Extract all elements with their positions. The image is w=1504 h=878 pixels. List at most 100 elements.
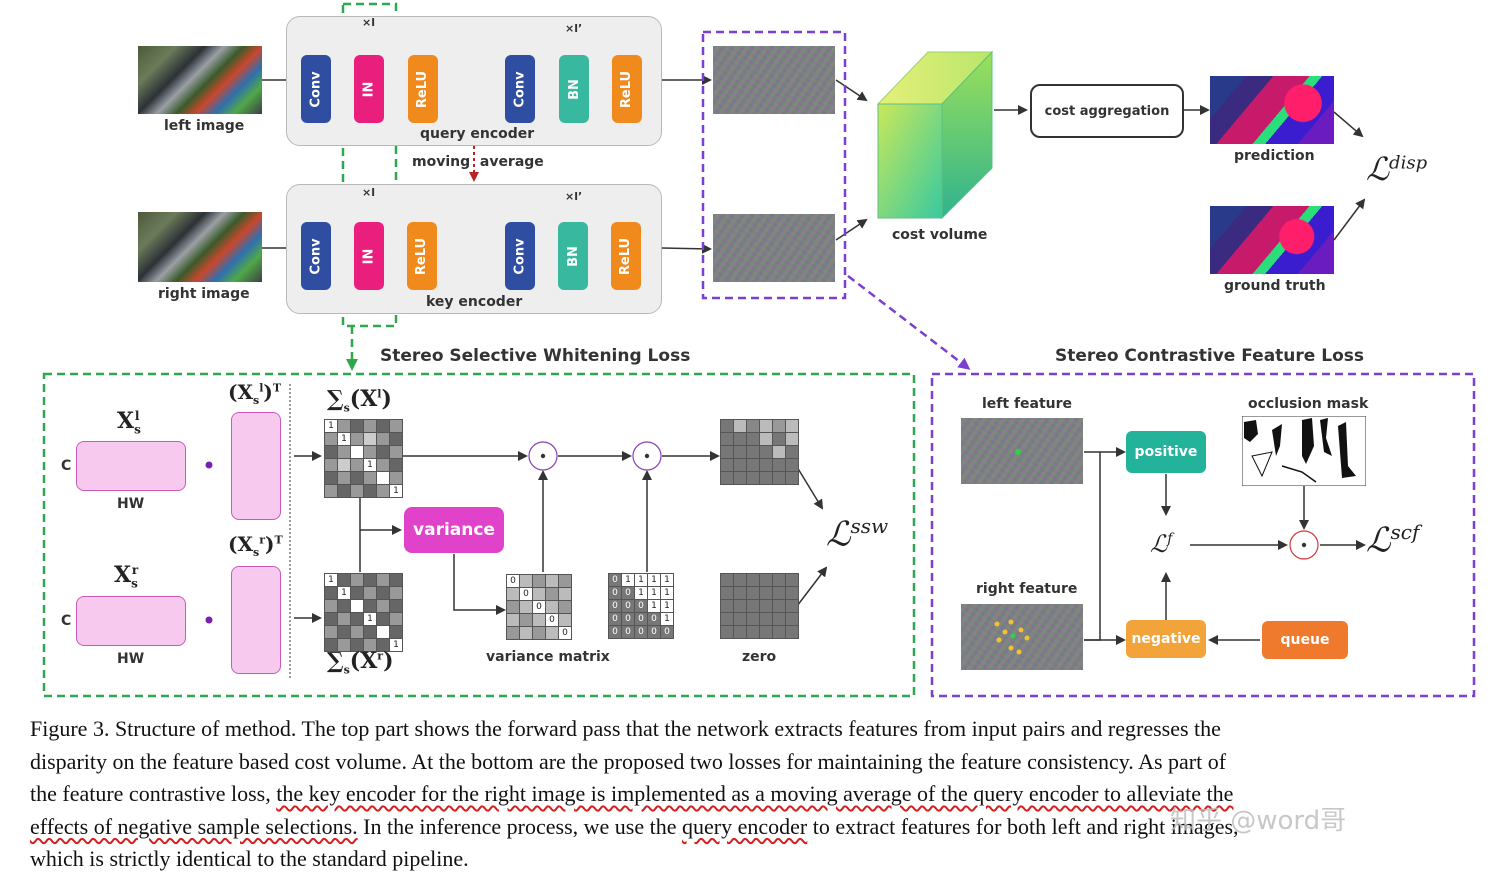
right-image <box>138 212 262 282</box>
negative-sample-points <box>994 619 1030 655</box>
occlusion-mask-image <box>1242 416 1366 486</box>
xs-r-label: Xsr <box>114 562 139 591</box>
caption-line: effects of negative sample selections. I… <box>30 813 1239 839</box>
grid-cell: 0 <box>621 599 635 613</box>
grid-cell: 0 <box>608 573 622 587</box>
grid-cell: 1 <box>634 573 648 587</box>
conv-block: Conv <box>301 55 331 123</box>
grid-cell: 0 <box>634 612 648 626</box>
ground-truth-label: ground truth <box>1224 278 1326 294</box>
right-feature-map <box>713 214 835 282</box>
conv-block: Conv <box>505 222 535 290</box>
grid-cell <box>519 600 533 614</box>
xs-l-transpose-label: (Xsl)T <box>228 380 282 407</box>
relu-block: ReLU <box>408 55 438 123</box>
grid-cell <box>558 600 572 614</box>
grid-cell: 0 <box>519 587 533 601</box>
grid-cell <box>545 574 559 588</box>
watermark: 知乎 @word哥 <box>1170 806 1347 836</box>
grid-cell: 0 <box>532 600 546 614</box>
bn-block: BN <box>559 55 589 123</box>
grid-cell: 1 <box>660 599 674 613</box>
caption-line: which is strictly identical to the stand… <box>30 846 469 871</box>
grid-cell <box>558 613 572 627</box>
cost-volume-label: cost volume <box>892 227 988 243</box>
scf-title: Stereo Contrastive Feature Loss <box>1055 346 1364 366</box>
grid-cell: 1 <box>647 573 661 587</box>
c-label: C <box>61 613 72 629</box>
grid-cell <box>506 587 520 601</box>
figure-caption: Figure 3. Structure of method. The top p… <box>30 713 1490 876</box>
grid-cell: 0 <box>647 612 661 626</box>
sigma-l-label: ∑s(Xl) <box>327 386 392 415</box>
right-feature-map-small <box>961 604 1083 670</box>
covariance-right-grid: 1 1 1 1 <box>324 573 403 652</box>
left-feature-map-small <box>961 418 1083 484</box>
grid-cell <box>558 574 572 588</box>
grid-cell <box>532 587 546 601</box>
xs-r-transpose-label: (Xsr)T <box>228 532 283 559</box>
grid-cell: 0 <box>545 613 559 627</box>
zero-label: zero <box>742 649 777 665</box>
grid-cell: 0 <box>608 625 622 639</box>
relu-block: ReLU <box>611 222 641 290</box>
grid-cell: 0 <box>621 625 635 639</box>
xs-r-transpose-matrix <box>231 566 281 674</box>
bn-block: BN <box>558 222 588 290</box>
grid-cell: 0 <box>621 586 635 600</box>
grid-cell: 1 <box>621 573 635 587</box>
grid-cell: 0 <box>608 586 622 600</box>
grid-cell <box>545 626 559 640</box>
caption-line: Figure 3. Structure of method. The top p… <box>30 716 1221 741</box>
times-l-query: ×l <box>362 16 375 29</box>
grid-cell: 0 <box>660 625 674 639</box>
grid-cell <box>545 587 559 601</box>
lf-loss: ℒf <box>1150 530 1173 558</box>
grid-cell: 0 <box>647 625 661 639</box>
grid-cell: 0 <box>634 599 648 613</box>
xs-l-transpose-matrix <box>231 412 281 520</box>
grid-cell <box>519 613 533 627</box>
left-feature-map <box>713 46 835 114</box>
in-block: IN <box>354 55 384 123</box>
queue-box: queue <box>1262 621 1348 659</box>
grid-cell: 0 <box>608 612 622 626</box>
hw-label: HW <box>117 651 145 667</box>
ssw-loss: ℒssw <box>826 514 889 555</box>
grid-cell <box>532 626 546 640</box>
grid-cell: 1 <box>634 586 648 600</box>
conv-block: Conv <box>505 55 535 123</box>
positive-point <box>1015 449 1021 455</box>
grid-cell <box>532 574 546 588</box>
left-image <box>138 46 262 114</box>
variance-matrix-label: variance matrix <box>486 649 610 665</box>
grid-cell <box>532 613 546 627</box>
occlusion-mask-label: occlusion mask <box>1248 396 1369 412</box>
selected-covariance-grid <box>720 419 799 485</box>
grid-cell: 1 <box>660 573 674 587</box>
disparity-loss: ℒdisp <box>1366 150 1428 188</box>
hw-label: HW <box>117 496 145 512</box>
grid-cell: 0 <box>506 574 520 588</box>
grid-cell <box>506 600 520 614</box>
xs-r-matrix <box>76 596 186 646</box>
prediction-image <box>1210 76 1334 144</box>
sigma-r-label: ∑s(Xr) <box>327 648 394 677</box>
positive-box: positive <box>1126 431 1206 473</box>
right-feature-label: right feature <box>976 581 1078 597</box>
in-block: IN <box>354 222 384 290</box>
negative-box: negative <box>1126 620 1206 658</box>
left-image-label: left image <box>164 118 245 134</box>
caption-line: the feature contrastive loss, the key en… <box>30 781 1234 806</box>
left-feature-label: left feature <box>982 396 1073 412</box>
conv-block: Conv <box>301 222 331 290</box>
grid-cell: 1 <box>660 612 674 626</box>
grid-cell: 0 <box>621 612 635 626</box>
relu-block: ReLU <box>612 55 642 123</box>
xs-l-label: Xsl <box>117 408 141 437</box>
grid-cell <box>545 600 559 614</box>
caption-line: disparity on the feature based cost volu… <box>30 748 1227 774</box>
grid-cell: 0 <box>634 625 648 639</box>
